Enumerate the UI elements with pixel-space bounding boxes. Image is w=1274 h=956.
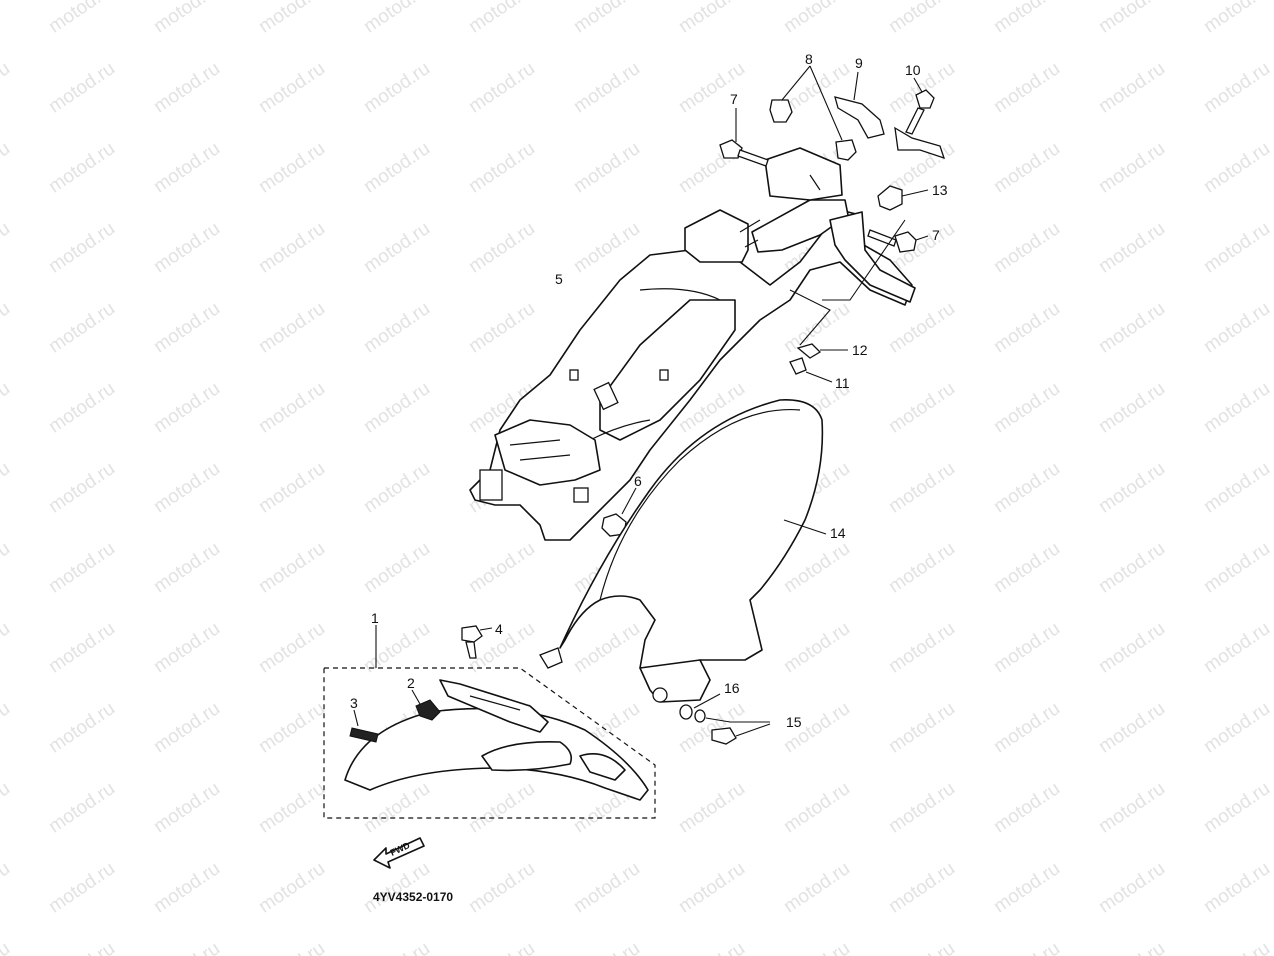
- callout-5: 5: [555, 271, 563, 287]
- callouts: 1 2 3 4 5 6 7 7 8 9 10 11 12 13 14 15 16: [350, 51, 948, 730]
- callout-9: 9: [855, 55, 863, 71]
- callout-11: 11: [835, 375, 850, 391]
- callout-16: 16: [724, 680, 740, 696]
- callout-15: 15: [786, 714, 802, 730]
- hardware-mid: [789, 343, 848, 383]
- front-fender-assembly: [323, 625, 656, 819]
- callout-7a: 7: [730, 91, 738, 107]
- callout-2: 2: [407, 675, 415, 691]
- part-number: 4YV4352-0170: [373, 890, 453, 904]
- hardware-lower: [679, 693, 771, 745]
- rear-fender: [539, 399, 827, 703]
- callout-3: 3: [350, 695, 358, 711]
- callout-6: 6: [634, 473, 642, 489]
- callout-1: 1: [371, 610, 379, 626]
- callout-8: 8: [805, 51, 813, 67]
- callout-7b: 7: [932, 227, 940, 243]
- callout-10: 10: [905, 62, 921, 78]
- callout-13: 13: [932, 182, 948, 198]
- hardware-upper: [719, 65, 946, 346]
- fwd-arrow: FWD: [373, 837, 425, 869]
- callout-14: 14: [830, 525, 846, 541]
- rear-inner-fender: [469, 147, 916, 541]
- callout-4: 4: [495, 621, 503, 637]
- callout-12: 12: [852, 342, 868, 358]
